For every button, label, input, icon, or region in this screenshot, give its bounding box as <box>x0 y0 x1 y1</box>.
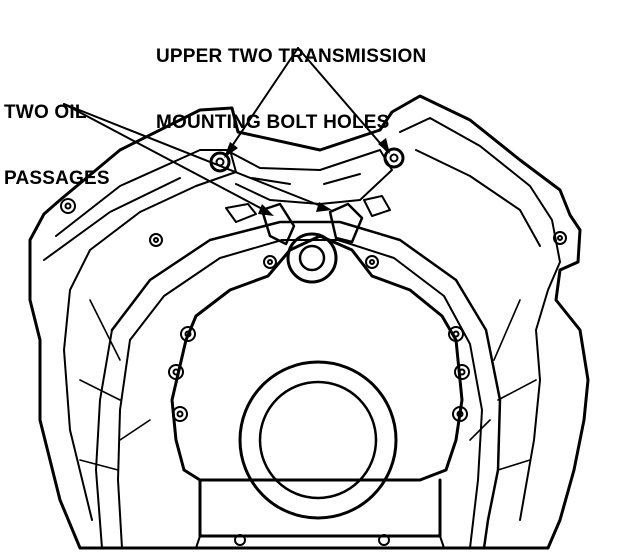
leader-bolt-right <box>297 47 387 151</box>
upper-center-hole <box>298 244 326 272</box>
oil-fitting-left <box>225 203 257 223</box>
upper-center-boss <box>286 232 338 284</box>
bellhousing-flange-inner <box>129 239 483 549</box>
bolt-hole-right-center <box>389 153 399 163</box>
bolt-hole-right <box>383 147 405 169</box>
deck-slot-right <box>323 173 361 185</box>
oil-passage-right <box>328 202 364 244</box>
block-small-bosses <box>60 198 567 247</box>
callout-bolt-holes-line2: MOUNTING BOLT HOLES <box>156 112 390 133</box>
crankshaft-bore-inner <box>258 380 378 500</box>
callout-oil-passages: TWO OIL PASSAGES <box>4 58 110 212</box>
left-bank-contour <box>55 149 237 521</box>
arrowhead-oil-upper <box>316 202 332 212</box>
lower-pan-rail <box>198 478 442 538</box>
oil-passage-left <box>260 202 296 246</box>
retainer-bolt-bosses <box>168 255 470 422</box>
right-bank-contour <box>399 117 561 521</box>
bellhousing-flange <box>110 220 502 550</box>
lower-pan-flange <box>195 535 445 549</box>
block-outer-outline <box>28 94 590 550</box>
crankshaft-bore-outer <box>238 360 398 520</box>
leader-oil-lower <box>63 103 269 213</box>
arrowhead-bolt-left <box>224 142 238 158</box>
deck-slot-left <box>251 177 291 185</box>
pan-bolt-right <box>378 534 390 546</box>
oil-fitting-right <box>363 195 391 217</box>
callout-oil-passages-line1: TWO OIL <box>4 102 87 123</box>
pan-bolt-left <box>234 534 246 546</box>
seal-retainer-plate <box>170 234 464 482</box>
callout-bolt-holes-line1: UPPER TWO TRANSMISSION <box>156 46 427 67</box>
flange-left-drop <box>95 329 113 549</box>
right-bank-rib <box>415 149 541 247</box>
leader-oil-upper <box>63 103 327 209</box>
arrowhead-oil-lower <box>258 204 274 216</box>
left-bank-rib <box>43 177 181 261</box>
callout-oil-passages-line2: PASSAGES <box>4 168 110 189</box>
leader-bolt-left <box>227 47 299 153</box>
callout-bolt-holes: UPPER TWO TRANSMISSION MOUNTING BOLT HOL… <box>156 2 426 156</box>
top-deck <box>225 149 393 205</box>
flange-left-drop-inner <box>117 339 131 549</box>
bellhousing-ribs <box>79 299 537 471</box>
arrowhead-bolt-right <box>378 138 390 154</box>
